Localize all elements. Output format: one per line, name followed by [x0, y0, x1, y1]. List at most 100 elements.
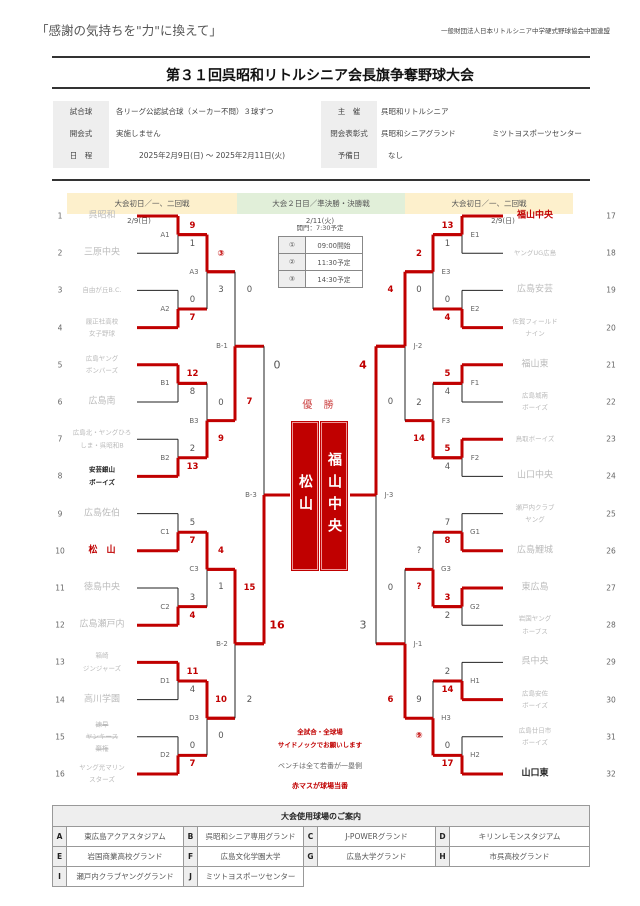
match-id: F3 [441, 416, 451, 425]
match-score-bottom: 17 [441, 759, 454, 770]
team-name: 広島北・ヤングひろ しま・呉昭和B [72, 428, 132, 450]
ball-value: 各リーグ公認試合球（メーカー不問）３球ずつ [116, 107, 274, 116]
match-id: A3 [189, 267, 199, 276]
match-id: J-2 [413, 342, 423, 351]
venue-name: キリンレモンスタジアム [449, 826, 590, 847]
team-name: 鳥取ボーイズ [515, 435, 555, 444]
match-score-top: 0 [189, 741, 196, 752]
match-score-bottom: 14 [413, 433, 425, 444]
game-no: ② [278, 253, 306, 271]
team-name: 山口東 [521, 768, 549, 779]
venue-name: 岩国商業高校グランド [66, 846, 184, 867]
match-score-bottom: 1 [444, 238, 451, 249]
match-score-top: 3 [189, 592, 196, 603]
venue-key: H [435, 846, 450, 867]
venue-key: I [52, 866, 67, 887]
match-score-bottom: ? [416, 582, 422, 593]
match-score-top: 2 [416, 397, 422, 408]
match-score-top: 3 [444, 592, 451, 603]
schedule-label: 日 程 [69, 151, 93, 160]
team-seed: 15 [55, 732, 65, 742]
match-score-bottom: 4 [189, 610, 196, 621]
match-score-bottom: 2 [444, 610, 451, 621]
team-seed: 7 [57, 434, 63, 444]
match-score-bottom: 6 [387, 694, 394, 705]
match-score-top: 2 [189, 443, 196, 454]
match-score-top: 13 [441, 220, 454, 231]
team-name: 佐賀フィールド ナイン [512, 317, 558, 338]
venue-key: E [52, 846, 67, 867]
match-score-top: 0 [444, 741, 451, 752]
match-id: B-3 [245, 491, 257, 499]
venue-name: 瀬戸内クラブヤンググランド [66, 866, 184, 887]
match-score-top: 0 [273, 358, 281, 372]
team-name: 福山東 [521, 359, 549, 370]
day1-right-band: 大会初日／一、二回戦 [405, 193, 573, 214]
match-id: G3 [441, 565, 451, 574]
match-id: E2 [470, 305, 480, 313]
venue-name: 広島文化学園大学 [197, 846, 304, 867]
match-score-top: 12 [186, 369, 199, 380]
match-score-bottom: 0 [416, 284, 422, 295]
team-seed: 16 [55, 769, 65, 779]
team-seed: 22 [606, 397, 616, 407]
match-score-bottom: 8 [189, 387, 196, 398]
team-name: 安芸銀山 ボーイズ [89, 466, 115, 487]
match-score-bottom: 4 [444, 387, 451, 398]
left-finalist-box: 松山 [291, 421, 319, 571]
ball-label: 試合球 [69, 107, 93, 116]
match-id: C2 [160, 602, 170, 611]
match-id: E3 [441, 267, 451, 276]
match-score-top: 5 [444, 443, 451, 454]
team-seed: 21 [606, 360, 616, 370]
match-score-bottom: 7 [189, 536, 196, 547]
match-score-top: 2 [416, 248, 422, 259]
match-score-bottom: 7 [189, 313, 196, 323]
team-name: 三原中央 [83, 247, 120, 258]
right-finalist-box: 福山中央 [320, 421, 348, 571]
team-name: 徳島中央 [83, 582, 120, 593]
match-id: B-1 [216, 342, 228, 351]
match-score-bottom: 0 [218, 731, 224, 742]
team-name: 広島鯉城 [516, 545, 553, 556]
team-seed: 24 [606, 471, 616, 481]
day2-band: 大会２日目／準決勝・決勝戦 [237, 193, 405, 214]
match-score-bottom: 0 [387, 397, 394, 408]
match-score-top: 5 [444, 369, 451, 380]
match-id: B1 [160, 379, 170, 388]
reserve-label: 予備日 [337, 151, 361, 160]
match-score-top: 15 [243, 582, 256, 593]
match-id: F1 [470, 379, 480, 388]
match-score-bottom: 13 [186, 461, 199, 472]
match-id: A2 [160, 305, 170, 313]
divider [52, 56, 590, 58]
motto: 「感謝の気持ちを"力"に換えて」 [36, 23, 222, 38]
match-id: G1 [470, 528, 480, 537]
team-name: 諫早 ヤンキース 棄権 [85, 720, 119, 753]
venue-key: B [183, 826, 198, 847]
team-seed: 5 [57, 360, 63, 370]
match-score-top: ③ [217, 248, 225, 259]
team-name: 山口中央 [516, 470, 553, 481]
team-seed: 6 [57, 397, 63, 407]
team-seed: 4 [57, 323, 63, 333]
match-score-top: 0 [444, 295, 451, 305]
match-score-top: 0 [189, 295, 196, 305]
host-label: 主 催 [337, 107, 361, 116]
venue-key: J [183, 866, 198, 887]
team-seed: 13 [55, 657, 65, 667]
team-seed: 14 [55, 695, 65, 705]
match-id: H1 [470, 677, 480, 685]
team-name: 広島安佐 ボーイズ [522, 689, 548, 710]
team-name: 広島廿日市 ボーイズ [518, 726, 552, 747]
note-line-4: 赤マスが球場当番 [292, 782, 348, 790]
team-name: 広島南 [88, 396, 116, 407]
champion-label: 優 勝 [302, 400, 338, 411]
game-time: 14:30予定 [305, 270, 363, 288]
team-seed: 32 [606, 769, 616, 779]
day1-left-date: 2/9(日) [127, 217, 151, 225]
team-name: ヤング光マリン スターズ [79, 763, 125, 784]
team-seed: 1 [57, 211, 63, 221]
match-id: J-1 [413, 639, 423, 648]
